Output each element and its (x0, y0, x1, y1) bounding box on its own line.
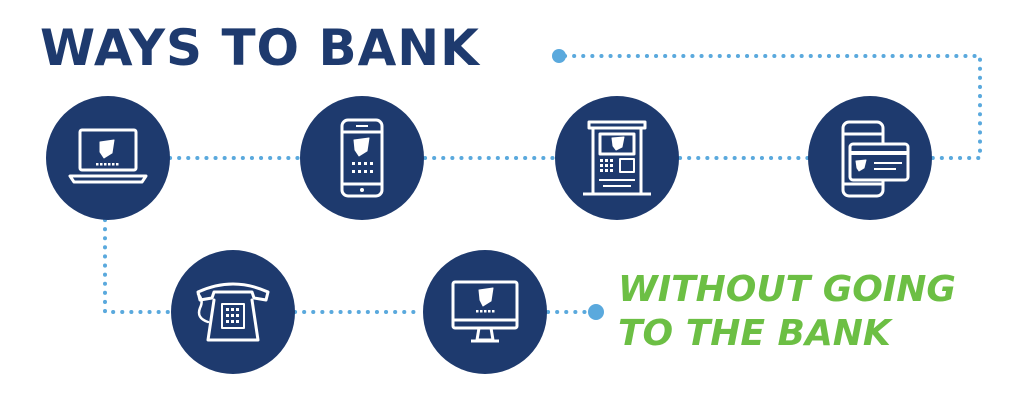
tagline: WITHOUT GOING TO THE BANK (618, 268, 956, 356)
telephone-circle (171, 250, 295, 374)
tagline-line-2: TO THE BANK (618, 313, 891, 354)
laptop-circle (46, 96, 170, 220)
tagline-line-1: WITHOUT GOING (618, 269, 956, 310)
smartphone-circle (300, 96, 424, 220)
desk-telephone-icon (196, 282, 270, 342)
desktop-computer-icon (451, 280, 519, 343)
connector-start-dot (552, 49, 566, 63)
dotted-connectors (103, 54, 982, 314)
laptop-icon (68, 128, 148, 184)
connector-end-dot (588, 304, 604, 320)
smartphone-icon (340, 118, 384, 198)
atm-circle (555, 96, 679, 220)
mobile-payment-card-icon (841, 120, 910, 198)
page-title: WAYS TO BANK (40, 19, 480, 77)
atm-icon (583, 120, 651, 196)
